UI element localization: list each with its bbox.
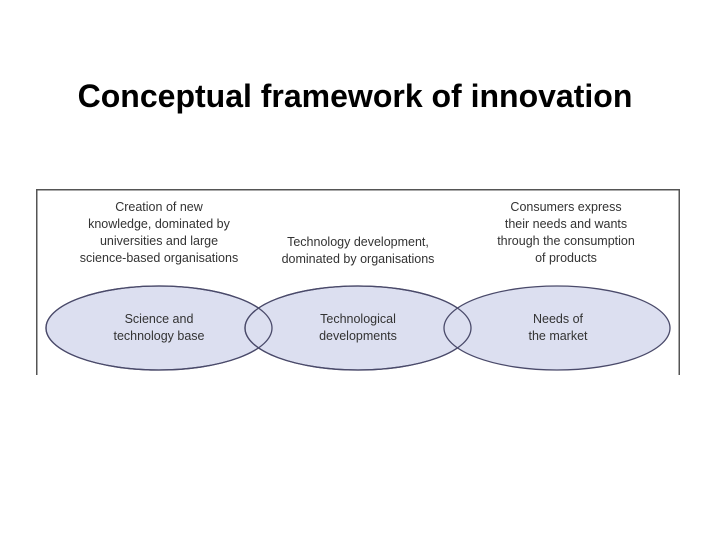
diagram-frame <box>36 189 680 375</box>
outline-left <box>45 285 273 371</box>
node-label-needs-of-market: Needs of the market <box>528 312 588 343</box>
caption-knowledge-creation: Creation of new knowledge, dominated by … <box>79 200 239 265</box>
node-label-technological-developments: Technological developments <box>319 312 397 343</box>
slide-title: Conceptual framework of innovation <box>77 78 633 114</box>
innovation-framework-diagram: Creation of new knowledge, dominated by … <box>36 189 680 375</box>
node-label-science-technology-base: Science and technology base <box>113 312 205 343</box>
caption-consumer-needs: Consumers express their needs and wants … <box>497 200 635 265</box>
outline-middle <box>244 285 472 371</box>
diagram-canvas <box>36 189 680 375</box>
caption-technology-development: Technology development, dominated by org… <box>281 235 435 266</box>
ellipse-needs-of-market <box>443 285 671 371</box>
